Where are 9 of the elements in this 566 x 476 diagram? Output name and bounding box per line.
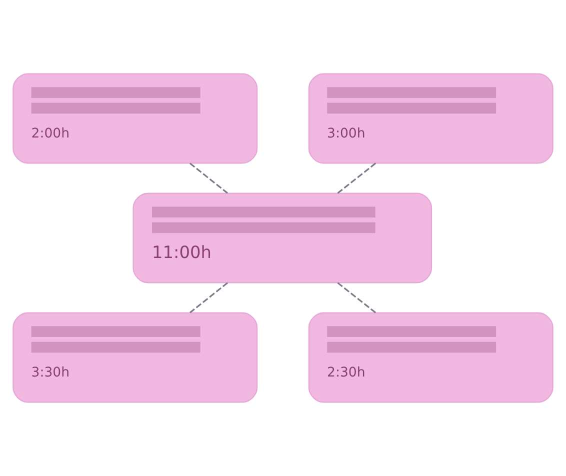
- node-box: 2:30h: [308, 312, 554, 403]
- connector: [337, 162, 376, 194]
- connector: [189, 162, 228, 194]
- connector: [190, 282, 228, 314]
- node-box: 11:00h: [132, 192, 432, 284]
- node-box: 3:00h: [308, 73, 554, 164]
- node-box: 2:00h: [12, 73, 258, 164]
- node-box: 3:30h: [12, 312, 258, 403]
- connector: [337, 282, 376, 314]
